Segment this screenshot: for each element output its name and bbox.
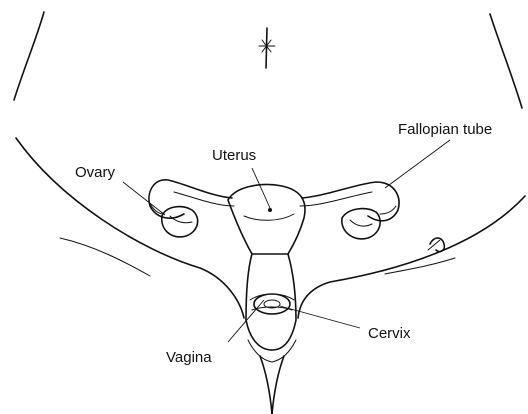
label-leaders bbox=[123, 140, 450, 342]
uterus-body bbox=[228, 185, 305, 254]
label-uterus: Uterus bbox=[212, 147, 256, 164]
left-hip-crease bbox=[60, 238, 150, 276]
label-fallopian-tube: Fallopian tube bbox=[398, 121, 492, 138]
leader-ovary bbox=[123, 182, 165, 215]
leader-uterus bbox=[252, 168, 270, 208]
vulva bbox=[248, 340, 296, 414]
cervix-structure bbox=[254, 294, 290, 314]
right-fallopian-tube bbox=[300, 182, 399, 221]
right-inguinal-line bbox=[298, 196, 525, 318]
navel bbox=[259, 28, 275, 68]
label-vagina: Vagina bbox=[166, 349, 212, 366]
right-side-mark bbox=[428, 238, 444, 252]
leader-cervix bbox=[280, 306, 360, 328]
right-hip-crease bbox=[385, 258, 455, 274]
left-flank-line bbox=[14, 12, 44, 100]
right-flank-line bbox=[490, 14, 522, 108]
label-ovary: Ovary bbox=[75, 164, 116, 181]
leader-fallopian-tube bbox=[385, 140, 450, 188]
label-cervix: Cervix bbox=[368, 325, 411, 342]
left-inguinal-line bbox=[16, 138, 244, 318]
right-ovary bbox=[342, 206, 396, 239]
